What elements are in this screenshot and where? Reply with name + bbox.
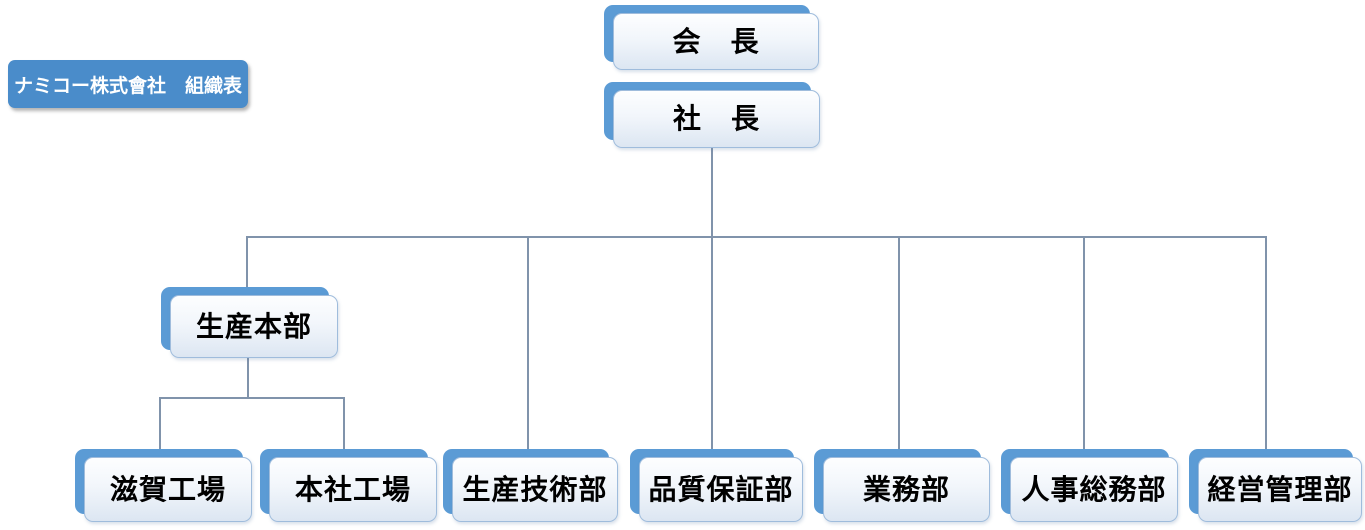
connector-drop-operations — [898, 237, 900, 453]
org-node-head-office-factory-label: 本社工場 — [294, 473, 411, 505]
node-face: 会 長 — [613, 13, 819, 70]
connector-drop-shiga-factory — [159, 398, 161, 450]
org-node-chairman-label: 会 長 — [672, 25, 760, 57]
node-face: 生産本部 — [170, 295, 338, 358]
org-node-production-engineering[interactable]: 生産技術部 — [443, 449, 618, 522]
connector-drop-quality-assurance — [711, 237, 713, 453]
connector-drop-production-hq — [246, 237, 248, 290]
connector-main-horizontal — [246, 236, 1267, 238]
org-node-hr-general-affairs[interactable]: 人事総務部 — [1001, 449, 1178, 522]
org-node-production-hq-label: 生産本部 — [195, 310, 312, 342]
org-node-quality-assurance[interactable]: 品質保証部 — [630, 449, 803, 522]
org-node-operations[interactable]: 業務部 — [814, 449, 990, 522]
node-face: 生産技術部 — [452, 457, 618, 522]
org-node-production-hq[interactable]: 生産本部 — [161, 287, 338, 358]
node-face: 本社工場 — [269, 457, 437, 522]
org-node-shiga-factory[interactable]: 滋賀工場 — [75, 449, 252, 522]
node-face: 経営管理部 — [1198, 457, 1362, 522]
org-node-shiga-factory-label: 滋賀工場 — [109, 473, 226, 505]
node-face: 業務部 — [823, 457, 990, 522]
org-node-president-label: 社 長 — [672, 103, 760, 134]
connector-drop-hr-general-affairs — [1083, 237, 1085, 453]
connector-president-drop — [711, 148, 713, 238]
org-node-operations-label: 業務部 — [862, 473, 950, 505]
node-face: 品質保証部 — [639, 457, 803, 522]
org-node-management-admin-label: 経営管理部 — [1207, 473, 1353, 505]
org-node-hr-general-affairs-label: 人事総務部 — [1021, 473, 1167, 505]
org-node-quality-assurance-label: 品質保証部 — [648, 473, 794, 505]
connector-drop-production-engineering — [527, 237, 529, 453]
connector-drop-head-office-factory — [343, 398, 345, 450]
org-node-president[interactable]: 社 長 — [604, 82, 820, 148]
org-node-management-admin[interactable]: 経営管理部 — [1189, 449, 1362, 522]
node-face: 滋賀工場 — [84, 457, 252, 522]
chart-title: ナミコー株式會社 組織表 — [13, 75, 242, 97]
org-node-production-engineering-label: 生産技術部 — [462, 473, 608, 505]
connector-sub-horizontal — [159, 397, 345, 399]
node-face: 社 長 — [613, 90, 820, 148]
org-node-head-office-factory[interactable]: 本社工場 — [260, 449, 437, 522]
connector-production-hq-drop — [247, 358, 249, 398]
org-node-chairman[interactable]: 会 長 — [604, 5, 819, 70]
chart-title-box[interactable]: ナミコー株式會社 組織表 — [8, 60, 248, 108]
node-face: 人事総務部 — [1010, 457, 1178, 522]
connector-drop-management-admin — [1265, 237, 1267, 453]
